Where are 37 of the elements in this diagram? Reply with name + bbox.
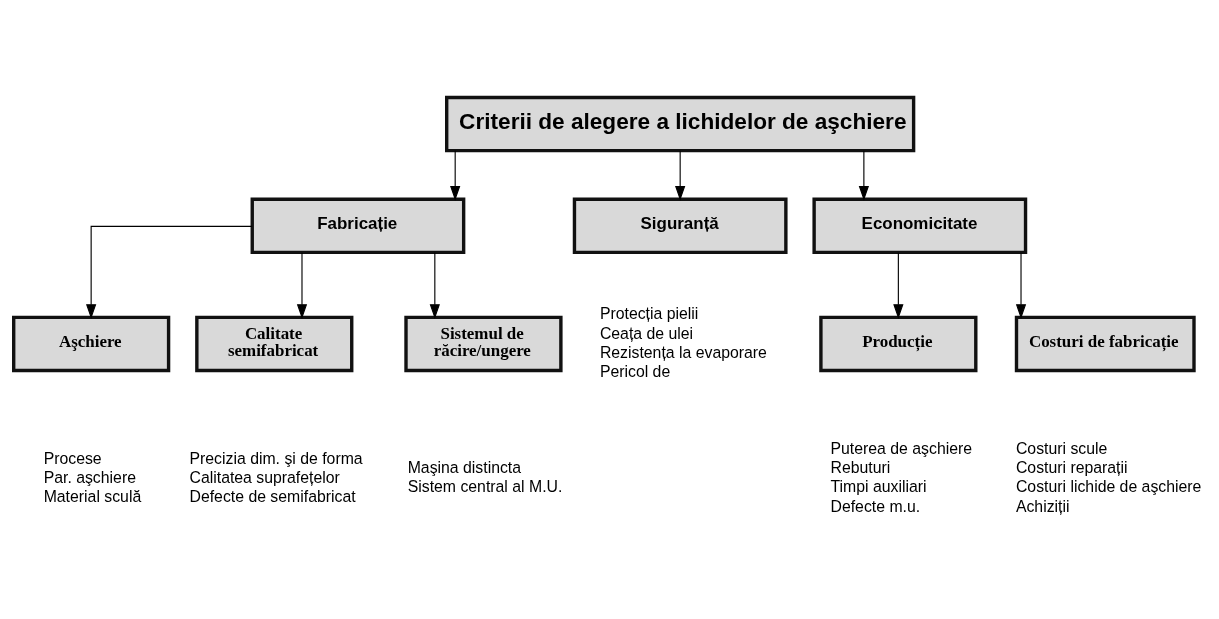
arrow: [296, 252, 308, 319]
node-box: Aşchiere: [12, 315, 171, 373]
arrow: [86, 225, 253, 319]
node-label: Rebuturi: [830, 459, 891, 477]
node-label: Sistem central al M.U.: [407, 478, 563, 496]
node-label: Achiziții: [1015, 497, 1070, 515]
node-label: Material sculă: [43, 488, 142, 506]
node-label: Procese: [43, 450, 102, 468]
node-label: Protecția pielii: [599, 305, 699, 323]
node-box: Criterii de alegere a lichidelor de aşchiere: [445, 95, 916, 153]
arrow: [450, 150, 461, 201]
node-label: Timpi auxiliari: [830, 478, 927, 496]
node-label: Par. aşchiere: [43, 469, 136, 487]
arrow: [429, 252, 440, 319]
arrow: [1015, 252, 1027, 319]
node-label: Costuri scule: [1015, 439, 1108, 457]
node-label: Defecte m.u.: [830, 497, 921, 515]
node-label: Costuri lichide de aşchiere: [1015, 478, 1202, 496]
node-box: Sistemul de răcire/ungere: [404, 315, 563, 373]
arrow: [858, 150, 870, 201]
node-label: Defecte de semifabricat: [189, 488, 356, 506]
node-label: Precizia dim. şi de forma: [189, 450, 363, 468]
node-label: Ceața de ulei: [599, 324, 694, 342]
node-label: Pericol de: [599, 362, 671, 380]
arrow: [893, 252, 904, 319]
node-label: Calitatea suprafețelor: [189, 469, 340, 487]
node-box: Siguranță: [572, 197, 788, 255]
node-label: Maşina distincta: [407, 459, 522, 477]
node-label: Costuri reparații: [1015, 459, 1128, 477]
node-box: Calitate semifabricat: [195, 315, 354, 373]
node-box: Producție: [819, 315, 978, 373]
node-label: Puterea de aşchiere: [830, 439, 973, 457]
arrow: [675, 150, 686, 201]
node-box: Costuri de fabricație: [1014, 315, 1196, 373]
node-label: Rezistența la evaporare: [599, 343, 767, 361]
node-box: Economicitate: [812, 197, 1028, 255]
node-box: Fabricație: [250, 197, 466, 255]
